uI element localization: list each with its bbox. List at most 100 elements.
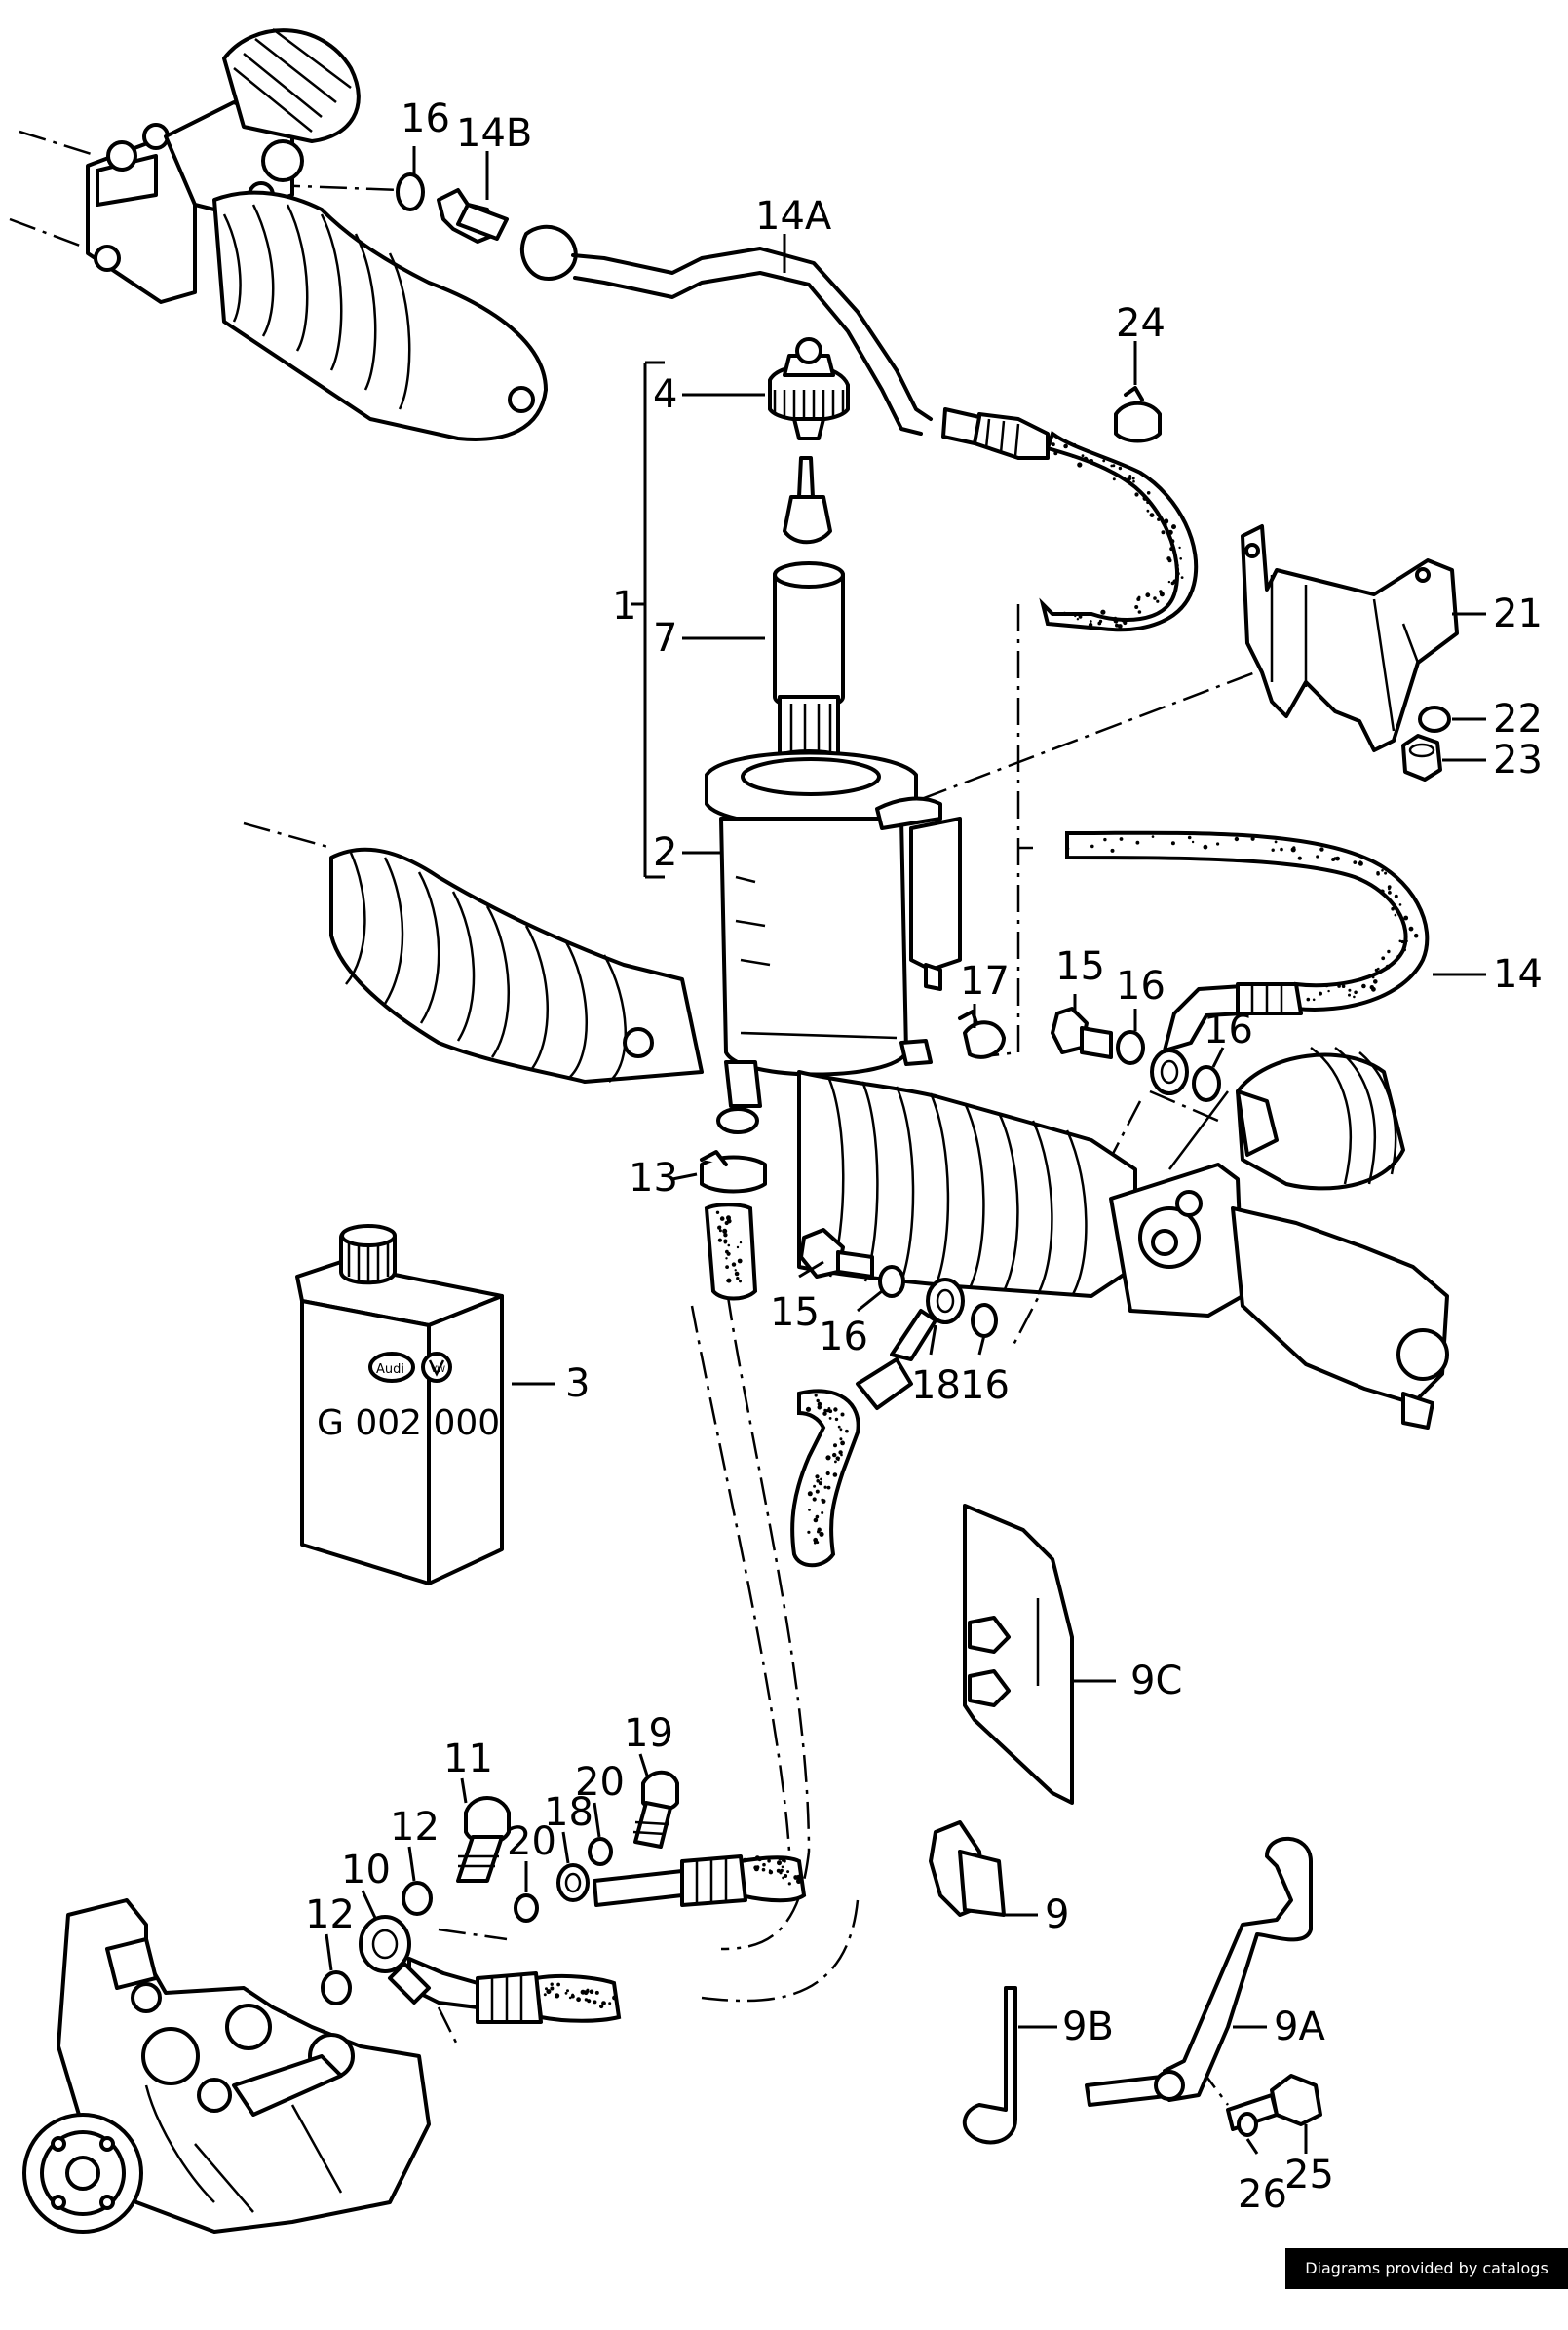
dipstick-insert	[783, 456, 832, 545]
hose-speck	[1234, 836, 1240, 842]
hose-speck	[1074, 614, 1077, 618]
hose-speck	[1388, 891, 1392, 895]
label-2: 2	[653, 830, 677, 875]
hose-speck	[736, 1245, 740, 1249]
label-14: 14	[1493, 952, 1543, 997]
hose-speck	[545, 1987, 548, 1991]
hose-speck	[1398, 939, 1402, 943]
label-7: 7	[653, 616, 677, 661]
hose-speck	[1136, 597, 1141, 601]
hose-speck	[784, 1874, 788, 1878]
washer-26	[1237, 2112, 1258, 2137]
hose-speck	[1053, 451, 1058, 456]
hose-speck	[1319, 991, 1322, 996]
hose-speck	[1113, 618, 1119, 624]
hose-speck	[1110, 464, 1114, 468]
hose-speck	[576, 1997, 581, 2003]
hose-speck	[726, 1278, 732, 1283]
hose-speck	[1127, 477, 1132, 481]
hose-speck	[1090, 844, 1094, 849]
hose-speck	[1115, 623, 1119, 628]
pipe-9a	[1085, 1836, 1313, 2107]
hose-speck	[1112, 477, 1116, 481]
hose-speckle-texture	[543, 442, 1419, 2009]
hose-speck	[1157, 517, 1161, 521]
banjo-fitting-10	[359, 1915, 431, 2005]
hose-speck	[1145, 592, 1151, 598]
hose-speck	[777, 1860, 782, 1866]
label-12-upper: 12	[390, 1805, 440, 1850]
hose-speck	[837, 1425, 841, 1429]
hose-speck	[1153, 596, 1157, 600]
hose-speck	[1280, 847, 1283, 852]
hose-speck	[734, 1271, 740, 1277]
hose-speck	[584, 1998, 589, 2002]
hose-speck	[1179, 557, 1182, 560]
hose-speck	[555, 1993, 560, 1999]
filter-element-7	[763, 561, 855, 781]
hose-speck	[1358, 860, 1363, 866]
hose-speck	[825, 1455, 831, 1461]
hose-speck	[1361, 983, 1366, 989]
hose-speck	[571, 1993, 574, 1997]
hose-speck	[599, 2004, 604, 2009]
hose-speck	[819, 1531, 824, 1537]
hose-speck	[837, 1456, 840, 1460]
label-19: 19	[624, 1711, 673, 1756]
hose-speck	[723, 1241, 727, 1244]
nut-23	[1401, 734, 1442, 782]
hose-speck	[734, 1269, 737, 1272]
label-16-right-a: 16	[1116, 964, 1166, 1009]
hose-speck	[568, 1996, 572, 2000]
hose-speck	[1132, 479, 1135, 483]
hose-speck	[717, 1238, 723, 1242]
hose-speck	[839, 1437, 843, 1441]
credit-banner: Diagrams provided by catalogs parts	[1285, 2248, 1568, 2318]
hose-speck	[834, 1417, 839, 1422]
hose-speck	[1371, 975, 1375, 979]
hose-speck	[778, 1855, 783, 1861]
label-15-center: 15	[770, 1290, 820, 1335]
hose-speck	[821, 1511, 824, 1514]
hose-speck	[739, 1241, 743, 1244]
hose-speck	[1384, 871, 1388, 875]
hose-speck	[1176, 572, 1180, 576]
hose-speck	[1071, 455, 1075, 458]
hose-speck	[1142, 496, 1148, 501]
union-nut-14a	[520, 224, 578, 281]
clamp-24	[1114, 386, 1162, 443]
hose-speck	[1146, 500, 1150, 505]
hose-speck	[779, 1871, 783, 1875]
label-16-center-b: 16	[960, 1363, 1010, 1408]
seal-ring-16-center-b	[971, 1303, 998, 1338]
hose-speck	[1408, 926, 1414, 932]
hose-speck	[612, 1995, 618, 2001]
hose-speck	[718, 1229, 722, 1233]
hose-speck	[1078, 615, 1083, 619]
hose-speck	[823, 1408, 827, 1412]
hose-speck	[828, 1417, 832, 1420]
hose-speck	[1175, 567, 1180, 571]
hose-speck	[1292, 846, 1296, 850]
hose-speck	[1353, 995, 1356, 999]
hose-speck	[1316, 855, 1319, 859]
hose-speck	[1312, 998, 1316, 1002]
seal-ring-12-upper	[402, 1881, 433, 1916]
hose-speck	[1167, 580, 1171, 584]
label-24: 24	[1116, 301, 1166, 346]
label-20-upper: 20	[575, 1760, 625, 1805]
hose-speck	[786, 1870, 790, 1874]
hose-speck	[1135, 840, 1140, 845]
hose-speck	[782, 1876, 784, 1880]
seal-ring-16-right-a	[1116, 1030, 1145, 1065]
hose-speck	[1354, 990, 1358, 995]
hose-speck	[1405, 939, 1408, 943]
hose-speck	[1271, 848, 1275, 852]
hose-speck	[1335, 856, 1340, 861]
hose-speck	[1191, 840, 1195, 844]
hose-speck	[725, 1265, 729, 1269]
clamp-17	[958, 1010, 1006, 1059]
hose-speck	[1348, 993, 1351, 997]
hose-speck	[739, 1280, 742, 1283]
